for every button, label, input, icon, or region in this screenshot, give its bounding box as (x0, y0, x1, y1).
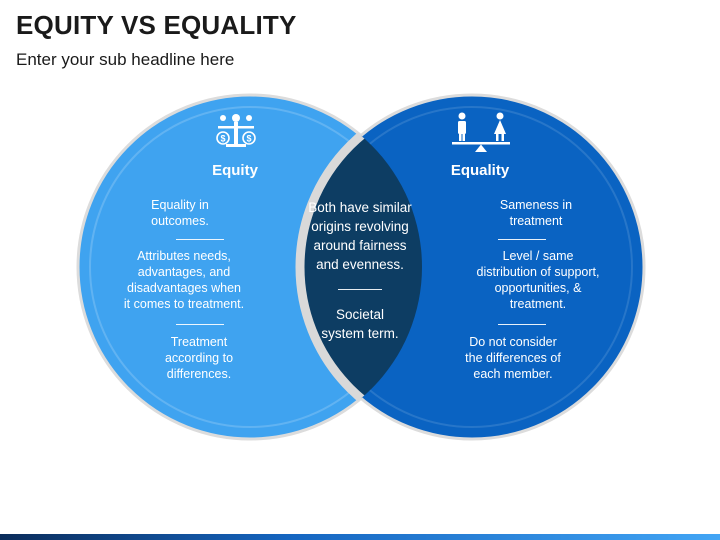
page-title: EQUITY VS EQUALITY (16, 10, 297, 40)
equality-divider-2 (498, 324, 546, 325)
svg-text:$: $ (220, 134, 225, 144)
seesaw-people-icon (452, 112, 510, 152)
footer-accent-bar (0, 534, 720, 540)
equality-divider-1 (498, 239, 546, 240)
equity-divider-2 (176, 324, 224, 325)
balance-scale-dollar-icon: $ $ (216, 114, 256, 147)
equality-heading: Equality (450, 162, 510, 179)
equity-heading: Equity (212, 162, 258, 179)
svg-text:$: $ (246, 134, 251, 144)
equity-divider-1 (176, 239, 224, 240)
overlap-lens (295, 95, 422, 439)
page-subtitle: Enter your sub headline here (16, 50, 235, 69)
shared-divider (338, 289, 382, 290)
